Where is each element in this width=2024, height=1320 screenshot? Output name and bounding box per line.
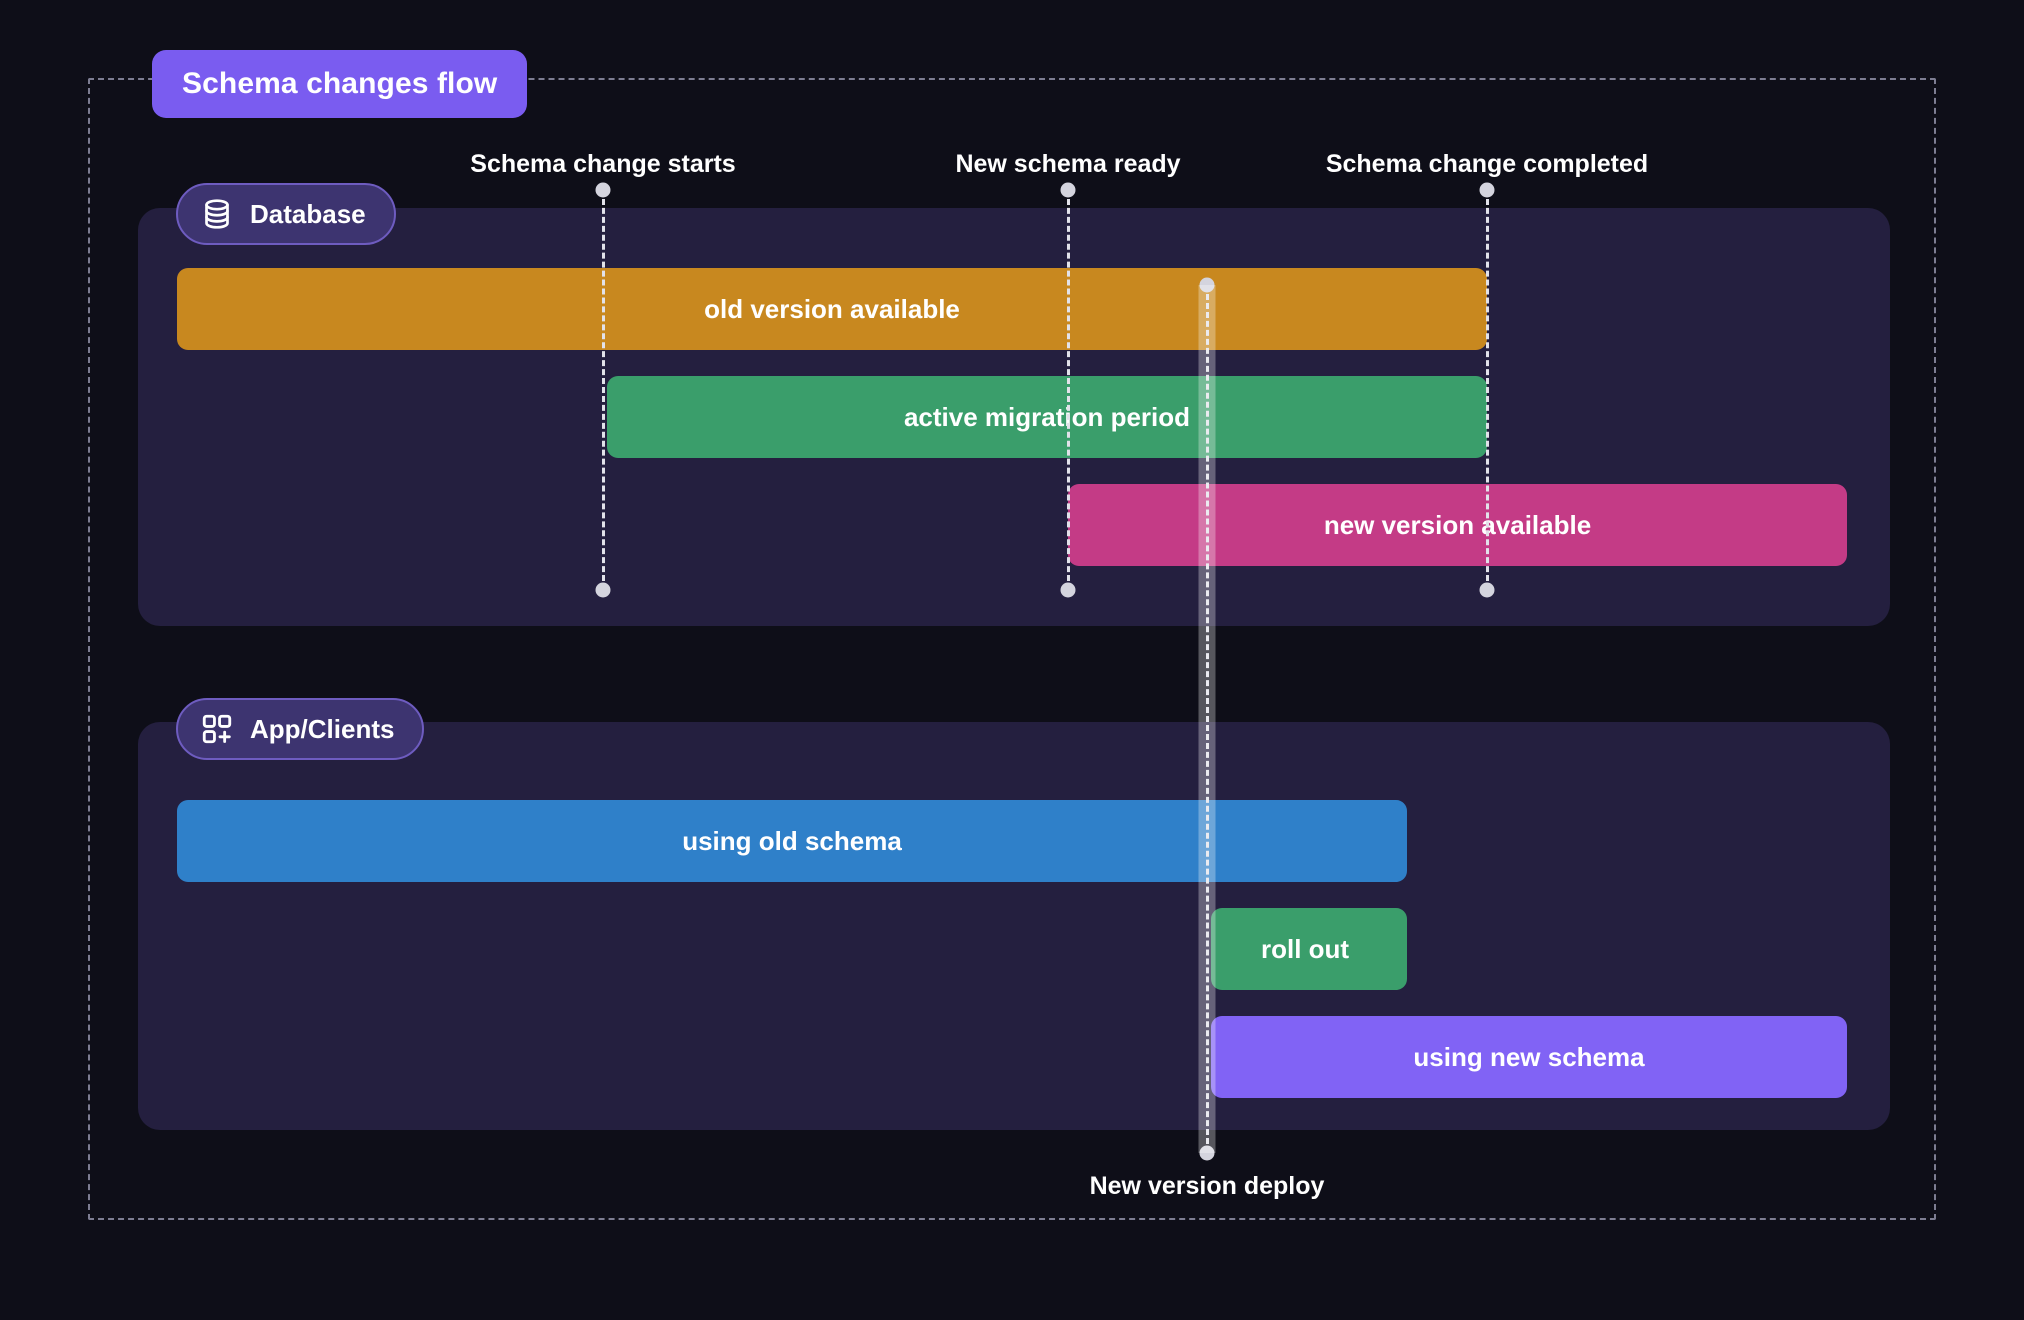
- milestone-dot-top: [1479, 182, 1495, 198]
- milestone-label: Schema change starts: [470, 150, 736, 178]
- milestone-label: New version deploy: [1089, 1172, 1325, 1200]
- milestone-dot-top: [595, 182, 611, 198]
- lane-badge-app-clients[interactable]: App/Clients: [176, 698, 425, 760]
- milestone-line: [1206, 285, 1209, 1153]
- database-icon: [200, 197, 234, 231]
- grid-plus-icon: [200, 712, 234, 746]
- bar-new-version-available[interactable]: new version available: [1068, 484, 1847, 566]
- milestone-dot-top: [1060, 182, 1076, 198]
- bar-label: active migration period: [903, 401, 1191, 432]
- milestone-dot-bottom: [1479, 582, 1495, 598]
- bar-label: using old schema: [682, 825, 902, 856]
- bar-label: new version available: [1323, 509, 1592, 540]
- bar-using-new-schema[interactable]: using new schema: [1211, 1016, 1847, 1098]
- lane-badge-label: App/Clients: [250, 713, 395, 744]
- bar-roll-out[interactable]: roll out: [1211, 908, 1407, 990]
- milestone-dot-bottom: [595, 582, 611, 598]
- milestone-label: Schema change completed: [1325, 150, 1649, 178]
- milestone-label: New schema ready: [955, 150, 1181, 178]
- bar-label: using new schema: [1413, 1041, 1645, 1072]
- milestone-highlight-band: [1198, 285, 1216, 1153]
- bar-label: roll out: [1261, 933, 1350, 964]
- page-title: Schema changes flow: [152, 50, 528, 118]
- milestone-line: [1486, 190, 1489, 590]
- milestone-dot-top: [1199, 277, 1215, 293]
- bar-label: old version available: [704, 293, 960, 324]
- milestone-dot-bottom: [1060, 582, 1076, 598]
- lane-badge-label: Database: [250, 198, 366, 229]
- bar-using-old-schema[interactable]: using old schema: [177, 800, 1407, 882]
- bar-active-migration-period[interactable]: active migration period: [607, 376, 1487, 458]
- milestone-line: [1067, 190, 1070, 590]
- milestone-dot-bottom: [1199, 1145, 1215, 1161]
- milestone-line: [602, 190, 605, 590]
- diagram-frame: [88, 78, 1936, 1220]
- lane-badge-database[interactable]: Database: [176, 183, 396, 245]
- bar-old-version-available[interactable]: old version available: [177, 268, 1487, 350]
